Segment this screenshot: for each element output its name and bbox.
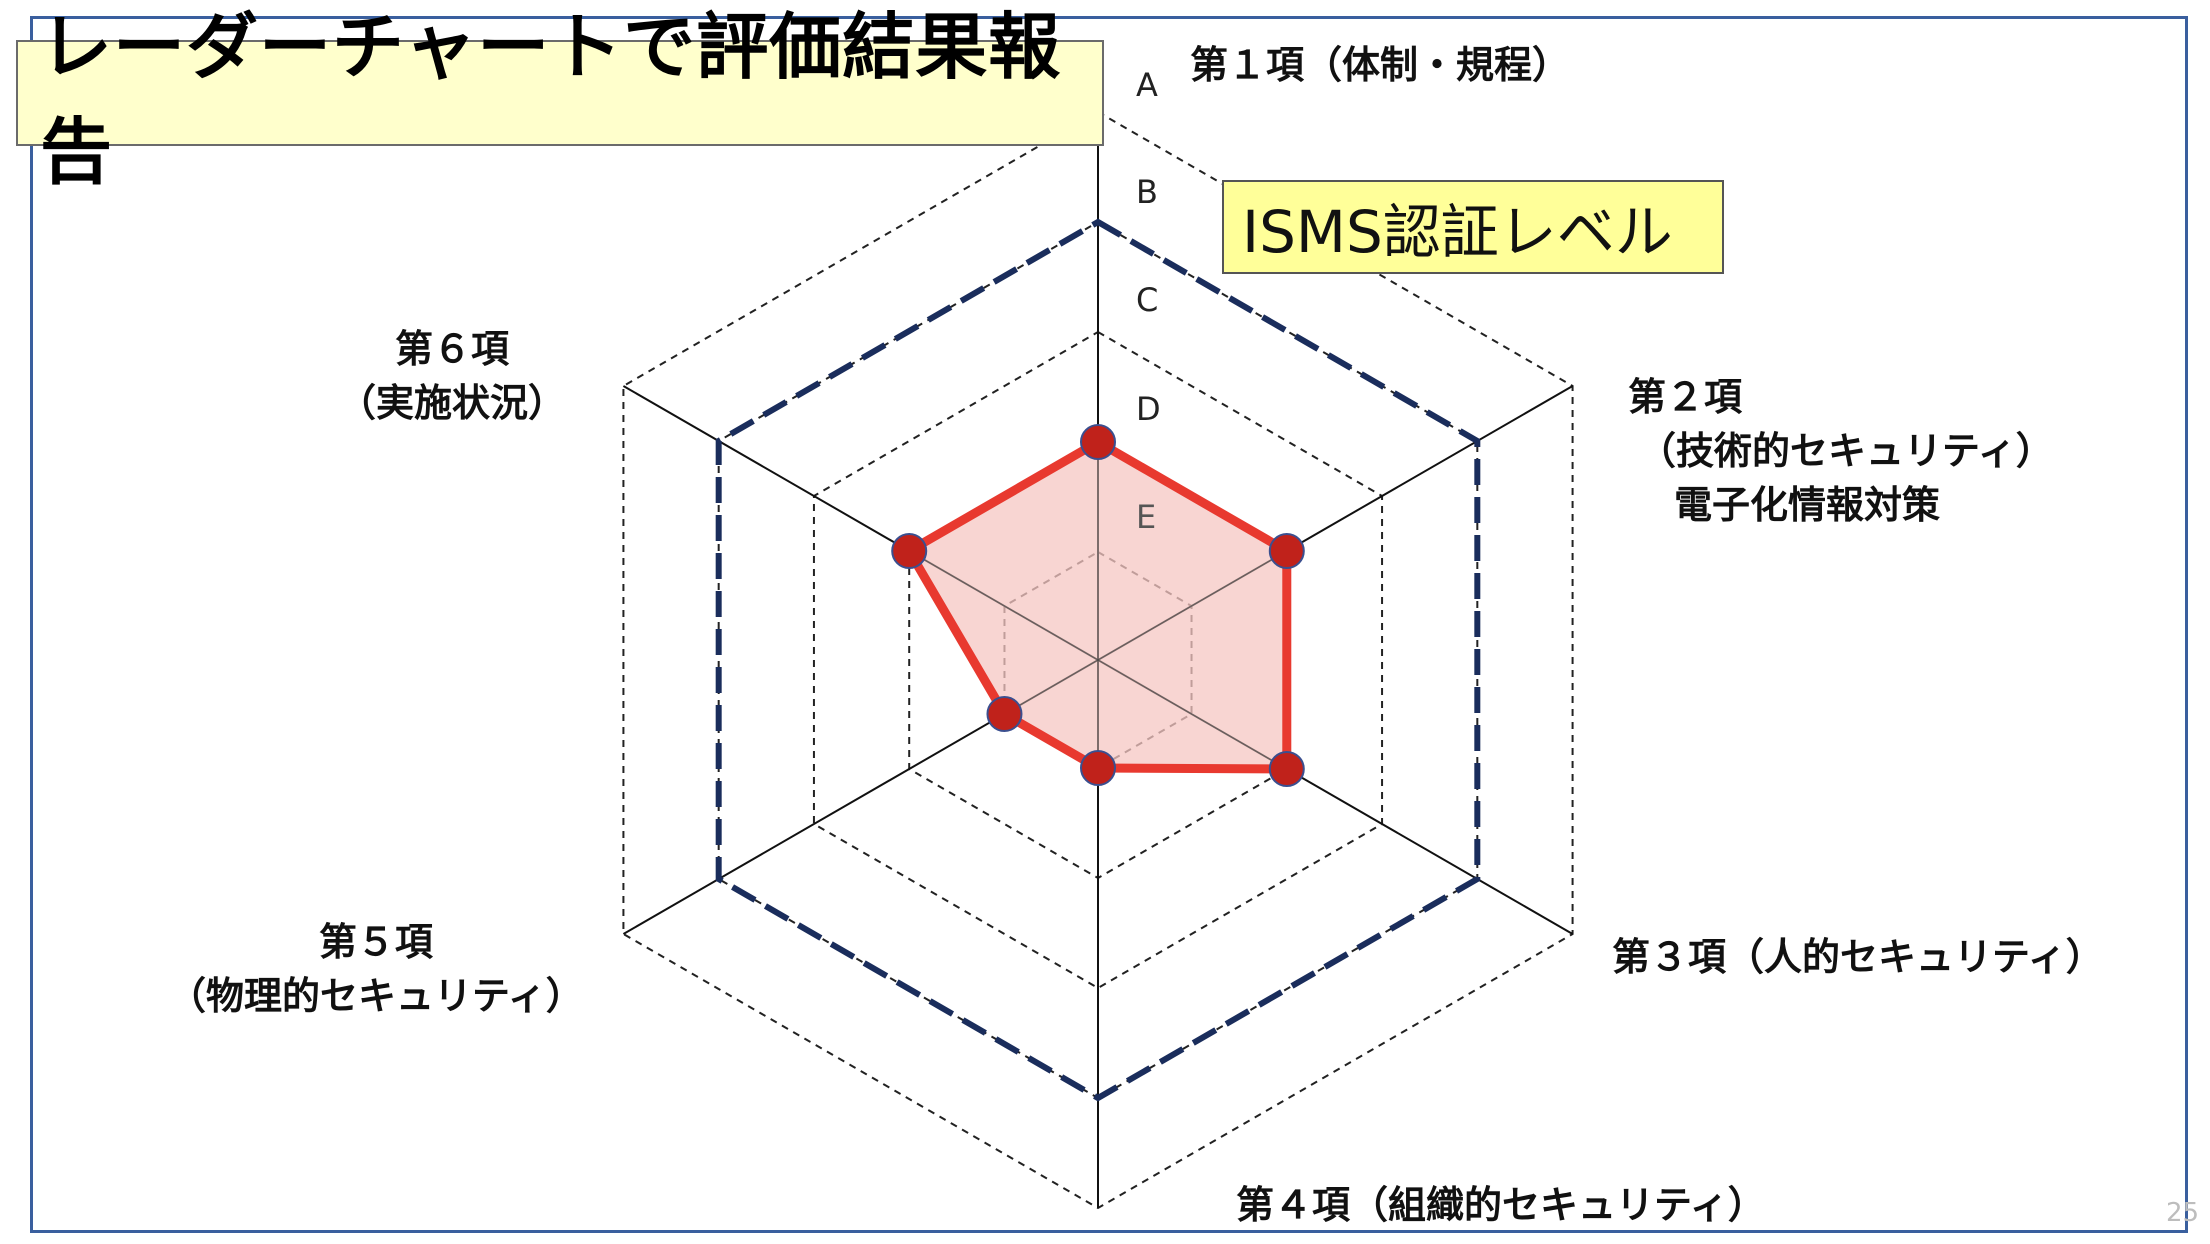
- target-series: [715, 218, 1481, 1102]
- axis-label-6-line-1: 第６項: [395, 327, 510, 371]
- axis-label-4-line-1: 第４項（組織的セキュリティ）: [1236, 1183, 1766, 1227]
- axis-label-6: 第６項 （実施状況）: [338, 322, 566, 430]
- result-marker-1: [1080, 424, 1116, 460]
- axis-label-2-line-3: 電子化情報対策: [1674, 483, 1941, 527]
- axis-label-4: 第４項（組織的セキュリティ）: [1236, 1178, 1766, 1232]
- level-label-C: C: [1136, 281, 1158, 319]
- result-marker-5: [986, 696, 1023, 732]
- slide-frame: [30, 16, 2188, 1233]
- axis-label-5-line-2: （物理的セキュリティ）: [168, 974, 584, 1018]
- axis-label-1-line-1: 第１項（体制・規程）: [1190, 43, 1571, 87]
- axis-label-1: 第１項（体制・規程）: [1190, 38, 1570, 92]
- axis-label-2: 第２項 （技術的セキュリティ） 電子化情報対策: [1628, 370, 2054, 532]
- axis-label-3: 第３項（人的セキュリティ）: [1612, 930, 2104, 984]
- axis-label-2-line-1: 第２項: [1628, 375, 1743, 419]
- level-label-E: E: [1136, 498, 1156, 536]
- target-polygon: [715, 218, 1481, 1102]
- axis-label-3-line-1: 第３項（人的セキュリティ）: [1612, 935, 2104, 979]
- result-marker-4: [1080, 750, 1116, 786]
- result-spoke-6: [908, 550, 1099, 661]
- axis-label-5: 第５項 （物理的セキュリティ）: [168, 915, 584, 1023]
- axis-label-5-line-1: 第５項: [318, 920, 433, 964]
- result-spoke-2: [1097, 550, 1288, 661]
- result-marker-6: [891, 533, 928, 569]
- isms-level-badge: ISMS認証レベル: [1222, 180, 1724, 274]
- result-marker-2: [1268, 533, 1305, 569]
- slide-title: レーダーチャートで評価結果報告: [16, 5, 1104, 194]
- result-series: [891, 424, 1305, 787]
- result-spoke-3: [1097, 659, 1288, 770]
- slide-title-text: レーダーチャートで評価結果報告: [40, 5, 1062, 194]
- isms-level-badge-text: ISMS認証レベル: [1242, 198, 1673, 266]
- level-label-B: B: [1136, 173, 1158, 211]
- level-label-D: D: [1136, 390, 1161, 428]
- axis-label-6-line-2: （実施状況）: [338, 381, 567, 425]
- level-label-A: A: [1136, 66, 1158, 104]
- result-marker-3: [1268, 751, 1305, 787]
- level-labels: A B C D E: [1136, 66, 1161, 536]
- axis-label-2-line-2: （技術的セキュリティ）: [1638, 429, 2054, 473]
- page-number: 25: [2166, 1198, 2200, 1228]
